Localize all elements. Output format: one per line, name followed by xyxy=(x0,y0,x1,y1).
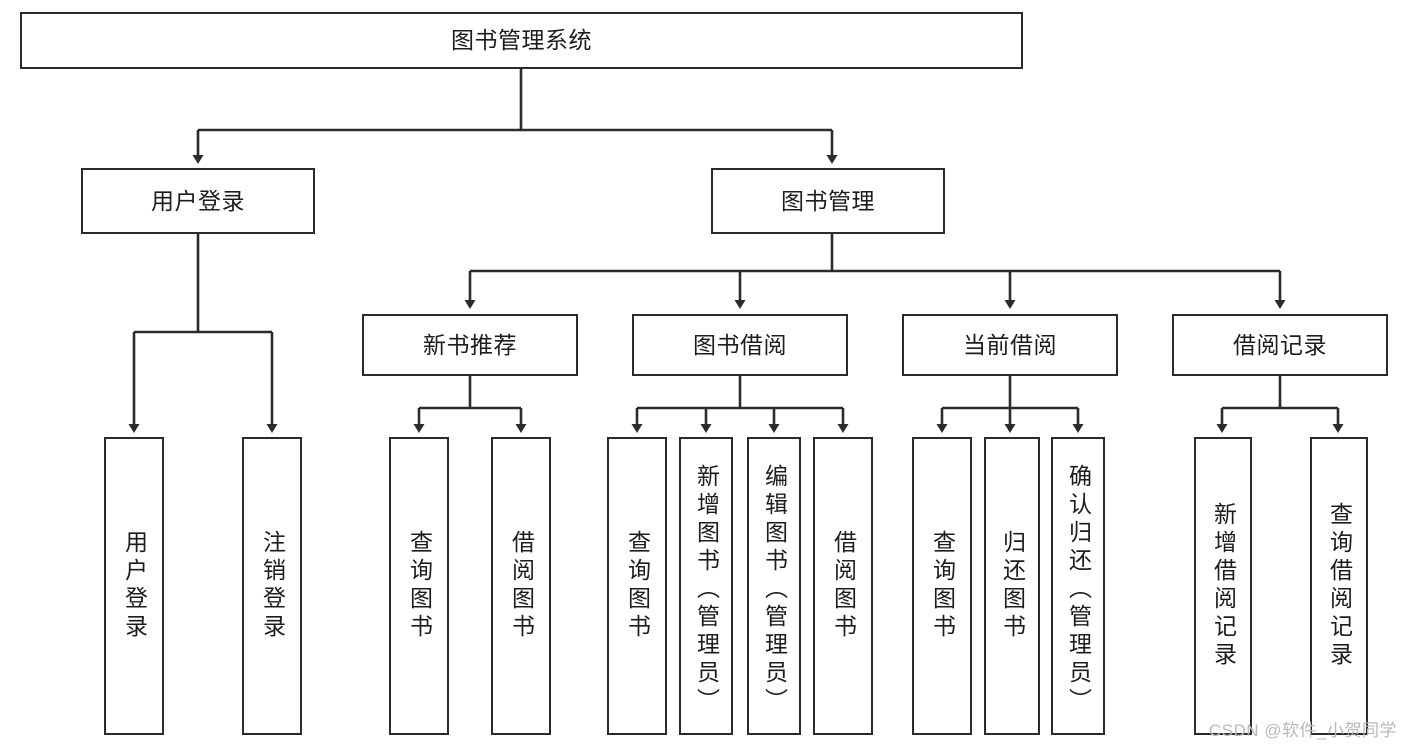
leaf-query-borrow-record[interactable]: 查询借阅记录 xyxy=(1310,437,1368,735)
node-label: 归还图书 xyxy=(999,530,1026,642)
watermark-text: CSDN @软件_小贺同学 xyxy=(1208,721,1397,740)
leaf-query-book-recommend[interactable]: 查询图书 xyxy=(389,437,449,735)
leaf-user-login[interactable]: 用户登录 xyxy=(104,437,164,735)
node-label: 新书推荐 xyxy=(423,331,517,358)
node-current-borrow[interactable]: 当前借阅 xyxy=(902,314,1118,376)
node-label: 查询图书 xyxy=(406,530,433,642)
leaf-borrow-book[interactable]: 借阅图书 xyxy=(813,437,873,735)
node-label: 图书管理 xyxy=(781,187,875,214)
node-label: 借阅图书 xyxy=(508,530,535,642)
node-label: 注销登录 xyxy=(259,530,286,642)
node-label: 用户登录 xyxy=(121,530,148,642)
node-label: 借阅图书 xyxy=(830,530,857,642)
node-new-book-recommend[interactable]: 新书推荐 xyxy=(362,314,578,376)
leaf-add-borrow-record[interactable]: 新增借阅记录 xyxy=(1194,437,1252,735)
node-root-system[interactable]: 图书管理系统 xyxy=(20,12,1023,69)
leaf-add-book-admin[interactable]: 新增图书（管理员） xyxy=(679,437,733,735)
leaf-logout[interactable]: 注销登录 xyxy=(242,437,302,735)
node-label: 查询图书 xyxy=(929,530,956,642)
leaf-borrow-book-recommend[interactable]: 借阅图书 xyxy=(491,437,551,735)
node-user-login[interactable]: 用户登录 xyxy=(81,168,315,234)
leaf-query-book-current[interactable]: 查询图书 xyxy=(912,437,972,735)
node-label: 确认归还（管理员） xyxy=(1065,464,1092,716)
node-label: 编辑图书（管理员） xyxy=(761,464,788,716)
leaf-edit-book-admin[interactable]: 编辑图书（管理员） xyxy=(747,437,801,735)
node-label: 查询图书 xyxy=(624,530,651,642)
node-book-management[interactable]: 图书管理 xyxy=(711,168,945,234)
leaf-query-book-borrow[interactable]: 查询图书 xyxy=(607,437,667,735)
leaf-confirm-return-admin[interactable]: 确认归还（管理员） xyxy=(1051,437,1105,735)
node-label: 新增图书（管理员） xyxy=(693,464,720,716)
node-label: 当前借阅 xyxy=(963,331,1057,358)
node-borrow-record[interactable]: 借阅记录 xyxy=(1172,314,1388,376)
node-label: 查询借阅记录 xyxy=(1326,502,1353,670)
node-label: 新增借阅记录 xyxy=(1210,502,1237,670)
node-label: 用户登录 xyxy=(151,187,245,214)
node-label: 图书借阅 xyxy=(693,331,787,358)
node-label: 借阅记录 xyxy=(1233,331,1327,358)
node-book-borrow[interactable]: 图书借阅 xyxy=(632,314,848,376)
leaf-return-book[interactable]: 归还图书 xyxy=(984,437,1040,735)
node-label: 图书管理系统 xyxy=(451,27,592,54)
